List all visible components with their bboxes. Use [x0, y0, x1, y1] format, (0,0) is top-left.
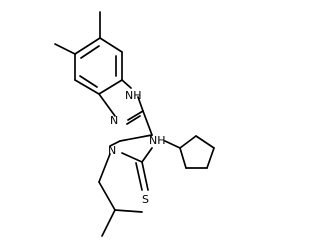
bond: [164, 140, 181, 149]
cyclopentyl-ring: [164, 135, 215, 169]
bond: [74, 37, 101, 55]
double-bond-inner: [79, 75, 98, 88]
imidazole-nh-label: NH: [125, 89, 142, 102]
bond: [195, 135, 215, 149]
methyl-groups: [54, 11, 101, 55]
bond: [114, 209, 143, 213]
double-bond-inner: [80, 45, 100, 59]
thiourea-nh-label: NH: [149, 134, 166, 147]
bond: [99, 37, 123, 53]
isobutyl-group: [98, 153, 143, 237]
bond: [179, 147, 187, 169]
bond: [109, 140, 121, 147]
bond: [98, 79, 123, 95]
thiourea-core: [121, 147, 153, 191]
bond: [142, 110, 153, 136]
imidazole-ring: [98, 79, 144, 125]
bond: [121, 152, 143, 163]
methyl-bond: [54, 43, 76, 55]
bond: [98, 93, 116, 117]
bond: [206, 147, 215, 169]
bond: [74, 79, 100, 95]
chemical-structure-diagram: NH N NH N S: [54, 11, 215, 237]
thiocarbonyl-bond: [135, 162, 143, 191]
thiocarbonyl-bond: [141, 161, 149, 191]
bond: [137, 96, 144, 112]
bond: [179, 135, 197, 149]
imidazole-n-label: N: [110, 114, 118, 127]
thiourea-n-label: N: [108, 144, 116, 157]
bond: [98, 181, 116, 211]
thiocarbonyl-s-label: S: [142, 193, 149, 206]
bond: [141, 147, 153, 163]
ethyl-linker: [109, 110, 153, 147]
bond: [127, 110, 144, 121]
bond: [98, 153, 111, 183]
double-bond: [126, 115, 141, 125]
atom-labels: NH N NH N S: [108, 89, 166, 206]
bond: [121, 79, 132, 89]
bond: [101, 209, 116, 237]
bond: [119, 134, 153, 142]
benzene-ring: [74, 37, 123, 95]
